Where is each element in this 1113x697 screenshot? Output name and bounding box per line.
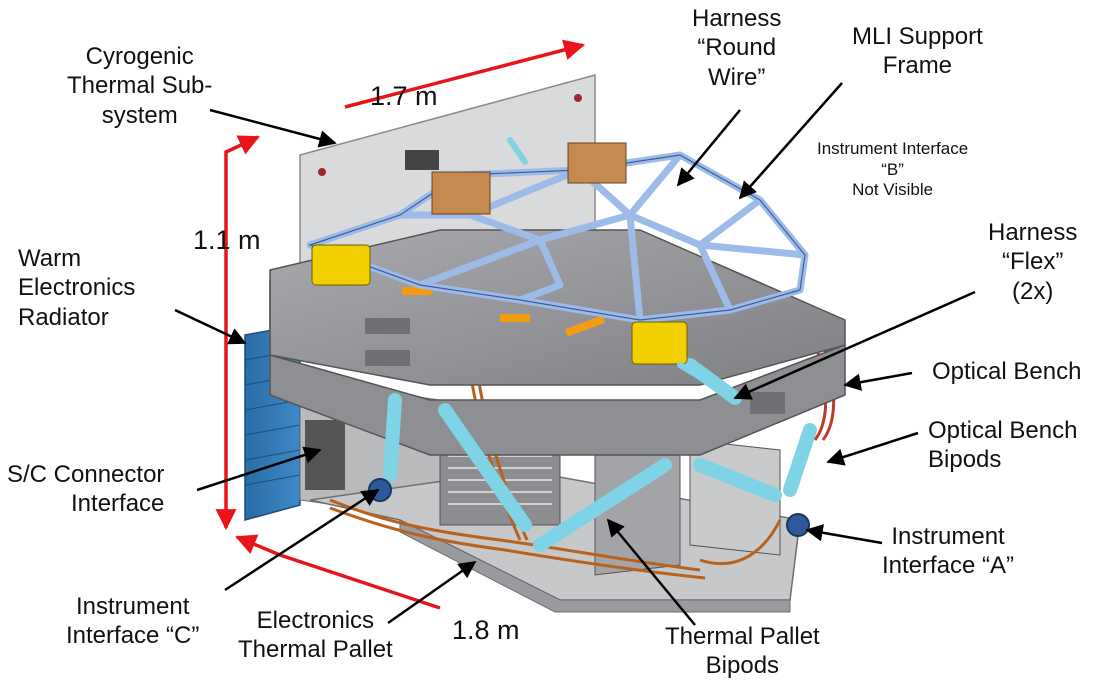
callout-arrows — [174, 82, 976, 626]
thermal-bipods-callout — [606, 518, 696, 626]
thermal-bipods-line-1: Thermal Pallet — [665, 623, 820, 650]
cryogenic-line-1: Cyrogenic — [85, 43, 194, 70]
sc-connector-line-2: Interface — [71, 490, 165, 518]
harness-round-line-1: Harness — [692, 5, 782, 32]
warm-radiator-line-3: Radiator — [18, 303, 109, 331]
harness-flex-tubes — [507, 137, 738, 401]
iface-c-line-1: Instrument — [75, 593, 190, 620]
thermal-bipods-line-2: Bipods — [705, 652, 780, 680]
iface-a-label: Instrument Interface “A” — [882, 522, 1014, 581]
iface-a-callout — [805, 524, 883, 545]
mli-label: MLI Support Frame — [852, 22, 983, 81]
elec-pallet-label: Electronics Thermal Pallet — [238, 606, 393, 665]
elec-pallet-line-1: Electronics — [256, 607, 375, 634]
optical-bench-callout — [843, 371, 913, 391]
iface-c-callout — [224, 488, 380, 592]
height-dimension-arrow — [215, 135, 260, 531]
ob-bipods-line-1: Optical Bench — [928, 417, 1078, 444]
harness-round-line-3: Wire” — [708, 63, 766, 91]
height-dimension-label: 1.1 m — [193, 225, 261, 255]
width-dimension-arrow — [344, 39, 586, 109]
ob-bipods-callout — [826, 431, 919, 466]
warm-radiator-line-2: Electronics — [18, 274, 136, 302]
iface-b-line-1: Instrument Interface — [817, 139, 969, 158]
iface-b-line-3: Not Visible — [852, 180, 934, 200]
width-dimension-label: 1.7 m — [370, 81, 438, 111]
iface-b-line-2: “B” — [881, 159, 904, 179]
depth-dimension-label: 1.8 m — [452, 615, 520, 645]
sc-connector-callout — [196, 446, 322, 492]
mli-callout — [738, 82, 843, 200]
warm-radiator-label: Warm Electronics Radiator — [18, 244, 135, 332]
optical-bench-label: Optical Bench — [932, 357, 1081, 386]
mli-line-1: MLI Support — [852, 23, 983, 50]
iface-c-line-2: Interface “C” — [66, 622, 200, 650]
cryogenic-label: Cyrogenic Thermal Sub- system — [67, 42, 212, 130]
harness-flex-line-1: Harness — [988, 219, 1078, 246]
iface-c-label: Instrument Interface “C” — [66, 592, 199, 651]
cryogenic-line-3: system — [101, 101, 178, 129]
iface-a-line-2: Interface “A” — [882, 552, 1015, 580]
harness-round-callout — [676, 109, 741, 187]
ob-bipods-line-2: Bipods — [928, 446, 1002, 474]
iface-b-label: Instrument Interface “B” Not Visible — [817, 139, 968, 201]
yellow-connectors — [311, 244, 688, 365]
harness-flex-callout — [733, 290, 976, 400]
optical-bench-line-1: Optical Bench — [932, 358, 1082, 385]
component-boxes — [405, 142, 627, 215]
cryogenic-callout — [209, 108, 337, 148]
iface-a-line-1: Instrument — [891, 523, 1005, 550]
mli-line-2: Frame — [882, 52, 953, 80]
harness-round-line-2: “Round — [697, 34, 777, 62]
warm-radiator-callout — [174, 308, 247, 345]
harness-round-label: Harness “Round Wire” — [692, 4, 781, 92]
cryogenic-line-2: Thermal Sub- — [67, 72, 213, 100]
harness-flex-line-2: “Flex” — [1002, 248, 1064, 276]
thermal-bipods-label: Thermal Pallet Bipods — [665, 622, 820, 681]
harness-flex-line-3: (2x) — [1012, 277, 1054, 305]
elec-pallet-line-2: Thermal Pallet — [238, 636, 393, 664]
ob-bipods-label: Optical Bench Bipods — [928, 416, 1077, 475]
harness-flex-label: Harness “Flex” (2x) — [988, 218, 1077, 306]
sc-connector-line-1: S/C Connector — [7, 461, 165, 488]
depth-dimension-arrow — [235, 534, 441, 610]
sc-connector-label: S/C Connector Interface — [7, 460, 164, 519]
elec-pallet-callout — [387, 560, 477, 625]
warm-radiator-line-1: Warm — [18, 245, 82, 272]
